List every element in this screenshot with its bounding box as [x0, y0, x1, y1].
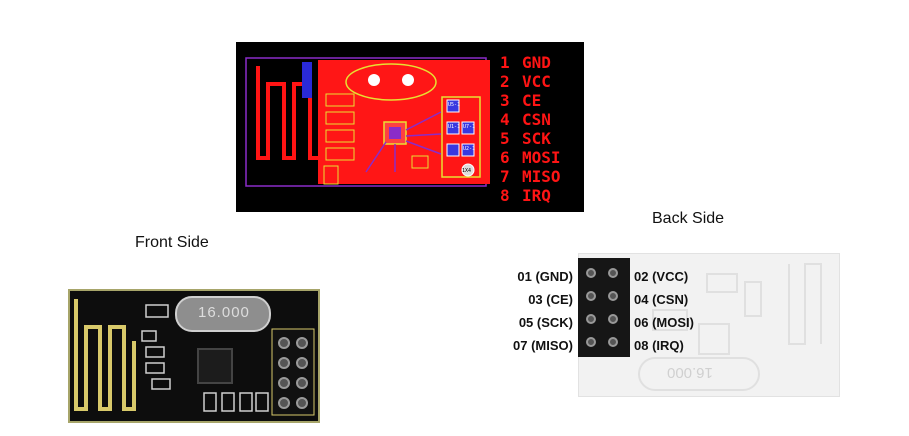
pin-number: 8	[500, 186, 510, 205]
crystal-pad-1	[368, 74, 380, 86]
pin-number: 5	[500, 129, 510, 148]
front-crystal	[175, 296, 271, 332]
back-pin-label: 05 (SCK)	[518, 315, 573, 330]
smd-outline-6	[411, 155, 429, 169]
pin-name: SCK	[522, 129, 551, 148]
pad-label: U1-1	[448, 124, 461, 130]
front-header-pin	[278, 377, 290, 389]
back-component	[744, 281, 762, 317]
front-antenna-trace	[74, 299, 136, 411]
back-header-pin	[608, 291, 618, 301]
front-component	[151, 378, 171, 390]
back-pin-label: 03 (CE)	[528, 292, 573, 307]
pin-number: 2	[500, 72, 510, 91]
front-component	[221, 392, 235, 412]
front-header-pin	[278, 397, 290, 409]
front-header-pin	[296, 337, 308, 349]
front-rf-chip	[197, 348, 233, 384]
pin-name: CSN	[522, 110, 551, 129]
pin-number: 1	[500, 53, 510, 72]
back-component	[652, 309, 688, 331]
signal-traces	[365, 111, 442, 173]
pin-name: MOSI	[522, 148, 561, 167]
pin-number: 6	[500, 148, 510, 167]
front-crystal-label: 16.000	[198, 304, 250, 321]
header-pad	[461, 143, 475, 157]
front-component	[203, 392, 217, 412]
back-module-drawing	[638, 263, 822, 391]
front-component	[239, 392, 253, 412]
front-component	[145, 362, 165, 374]
pad-label: U5-1	[448, 102, 461, 108]
back-header-pin	[586, 268, 596, 278]
front-header-pin	[296, 357, 308, 369]
back-header-pin	[586, 291, 596, 301]
pin-name: CE	[522, 91, 542, 110]
front-header-pin	[296, 397, 308, 409]
pcb-antenna-trace	[256, 66, 322, 160]
header-pad	[446, 121, 460, 135]
crystal-pad-2	[402, 74, 414, 86]
front-component	[145, 304, 169, 318]
pcb-layout-drawing	[245, 57, 490, 187]
rf-chip-core	[389, 127, 401, 139]
pad-label: U7-1	[463, 124, 476, 130]
pad-label: 1X4	[462, 168, 472, 174]
front-side-caption: Front Side	[135, 234, 209, 251]
front-component	[141, 330, 157, 342]
header-pad	[461, 121, 475, 135]
back-pin-label: 06 (MOSI)	[634, 315, 694, 330]
smd-outline-2	[325, 111, 355, 125]
back-pin-label: 08 (IRQ)	[634, 338, 684, 353]
back-header-block	[578, 258, 630, 357]
smd-outline-3	[325, 129, 355, 143]
front-module-photo: 16.000	[68, 289, 320, 423]
header-pad	[446, 99, 460, 113]
back-component	[706, 273, 738, 293]
header-outline	[441, 96, 481, 178]
front-header-pin	[296, 377, 308, 389]
pcb-layout-panel: U5-1 U1-1 U7-1 U2-1 1X4 1 GND 2 VCC 3 CE…	[236, 42, 584, 212]
smd-outline-5	[323, 165, 339, 185]
back-side-caption: Back Side	[652, 210, 725, 227]
header-pad-round	[461, 163, 475, 177]
back-component	[698, 323, 730, 355]
header-pad	[446, 143, 460, 157]
back-header-pin	[586, 337, 596, 347]
back-antenna-trace	[788, 263, 822, 345]
pin-name: MISO	[522, 167, 561, 186]
pad-label: U2-1	[463, 146, 476, 152]
smd-outline-1	[325, 93, 355, 107]
pin-number: 7	[500, 167, 510, 186]
pin-name: VCC	[522, 72, 551, 91]
pin-name: GND	[522, 53, 551, 72]
back-header-pin	[608, 268, 618, 278]
front-header-pin	[278, 337, 290, 349]
pin-number: 4	[500, 110, 510, 129]
back-pin-label: 07 (MISO)	[513, 338, 573, 353]
front-module-drawing	[74, 296, 315, 416]
back-pin-label: 02 (VCC)	[634, 269, 689, 284]
pin-name: IRQ	[522, 186, 551, 205]
smd-outline-4	[325, 147, 355, 161]
back-pin-label: 01 (GND)	[517, 269, 573, 284]
feed-pad	[302, 62, 312, 98]
front-component	[145, 346, 165, 358]
back-header-pin	[608, 314, 618, 324]
front-header-pin	[278, 357, 290, 369]
back-crystal-label: 16.000	[667, 364, 713, 381]
back-header-pin	[586, 314, 596, 324]
pin-number: 3	[500, 91, 510, 110]
back-pin-label: 04 (CSN)	[634, 292, 689, 307]
front-component	[255, 392, 269, 412]
crystal-outline	[345, 63, 437, 101]
back-crystal	[638, 357, 760, 391]
back-header-pin	[608, 337, 618, 347]
